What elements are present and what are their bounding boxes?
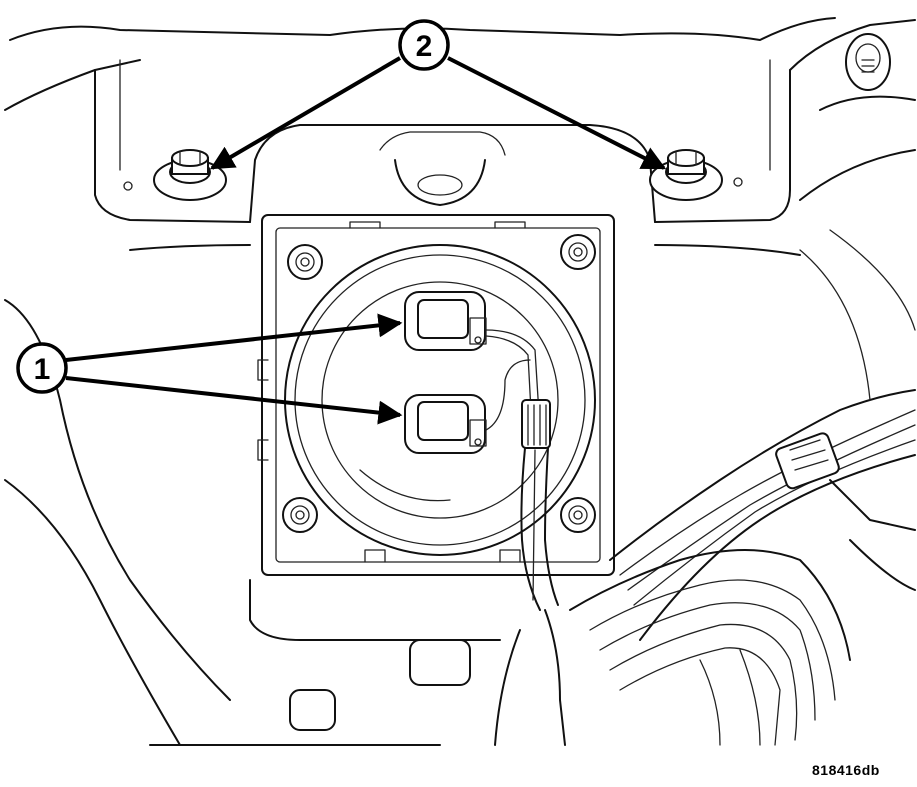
upper-right-boss — [799, 33, 916, 201]
mounting-plate — [257, 214, 615, 576]
upper-housing — [4, 17, 916, 256]
figure-id: 818416db — [812, 762, 880, 778]
callout-1-circle — [16, 342, 68, 394]
callout-1-arrow-upper — [65, 313, 403, 362]
callout-1: 1 — [16, 313, 403, 425]
callout-2-arrow-right — [447, 56, 667, 170]
plate-nut-top-right — [560, 234, 596, 270]
callout-1-label: 1 — [34, 353, 51, 386]
clockspring — [284, 244, 596, 556]
mounting-bolt-right — [649, 149, 723, 201]
callout-2-circle — [398, 19, 450, 71]
callout-1-arrow-lower — [65, 376, 403, 425]
connector-lower — [404, 394, 487, 454]
wire-harness — [494, 389, 916, 746]
plate-nut-bottom-right — [560, 497, 596, 533]
callout-2: 2 — [209, 19, 667, 170]
callout-2-label: 2 — [416, 30, 433, 63]
plate-nut-bottom-left — [282, 497, 318, 533]
pigtail-wires — [485, 329, 559, 611]
mounting-bolt-left — [153, 149, 227, 201]
plate-nut-top-left — [287, 244, 323, 280]
callout-2-arrow-left — [209, 56, 402, 170]
connector-upper — [404, 291, 487, 351]
